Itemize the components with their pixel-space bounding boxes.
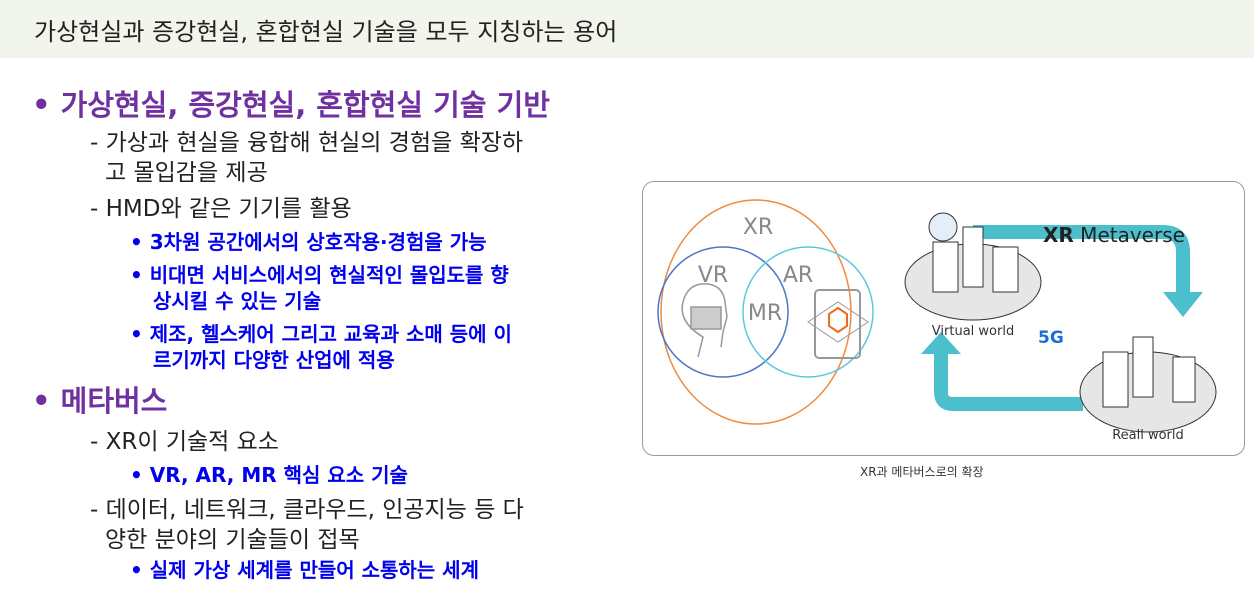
item: • 3차원 공간에서의 상호작용·경험을 가능 [130, 230, 487, 254]
ar-label: AR [783, 263, 813, 288]
mr-label: MR [748, 301, 782, 326]
item: • VR, AR, MR 핵심 요소 기술 [130, 463, 408, 487]
bullet-1-text: 가상현실, 증강현실, 혼합현실 기술 기반 [60, 88, 550, 122]
item: 상시킬 수 있는 기술 [153, 289, 322, 313]
diagram-svg: XR VR AR MR XR Metaverse Virtual world R… [657, 199, 1217, 443]
sub-line: 고 몰입감을 제공 [105, 160, 268, 186]
sub-line: - XR이 기술적 요소 [90, 429, 279, 455]
xr-metaverse-diagram: XR VR AR MR XR Metaverse Virtual world R… [642, 181, 1245, 456]
5g-label: 5G [1038, 328, 1064, 348]
item: 르기까지 다양한 산업에 적용 [153, 348, 395, 372]
real-world-label: Reall world [1112, 428, 1184, 443]
sub-line: - HMD와 같은 기기를 활용 [90, 196, 352, 222]
bullet-2-text: 메타버스 [60, 384, 168, 418]
arrow-to-real [973, 225, 1190, 292]
sub-line: - 가상과 현실을 융합해 현실의 경험을 확장하 [90, 130, 524, 156]
virtual-world-label: Virtual world [932, 324, 1014, 339]
xr-circle [660, 199, 852, 425]
header-bar: 가상현실과 증강현실, 혼합현실 기술을 모두 지칭하는 용어 [0, 0, 1254, 58]
bullet-1: • 가상현실, 증강현실, 혼합현실 기술 기반 [32, 88, 550, 122]
ar-phone-icon [807, 289, 869, 359]
bullet-2: • 메타버스 [32, 384, 168, 418]
ar-circle [742, 246, 874, 378]
header-title: 가상현실과 증강현실, 혼합현실 기술을 모두 지칭하는 용어 [34, 18, 618, 46]
sub-line: 양한 분야의 기술들이 접목 [105, 527, 360, 553]
arrow-to-virtual [934, 352, 1083, 411]
diagram-caption: XR과 메타버스로의 확장 [860, 465, 984, 479]
sub-line: - 데이터, 네트워크, 클라우드, 인공지능 등 다 [90, 497, 524, 523]
vr-headset-icon [681, 283, 728, 358]
xr-metaverse-title: XR Metaverse [1043, 223, 1185, 247]
xr-label: XR [743, 215, 773, 240]
item: • 제조, 헬스케어 그리고 교육과 소매 등에 이 [130, 322, 512, 346]
item: • 비대면 서비스에서의 현실적인 몰입도를 향 [130, 263, 509, 287]
vr-circle [657, 246, 789, 378]
item: • 실제 가상 세계를 만들어 소통하는 세계 [130, 558, 479, 582]
